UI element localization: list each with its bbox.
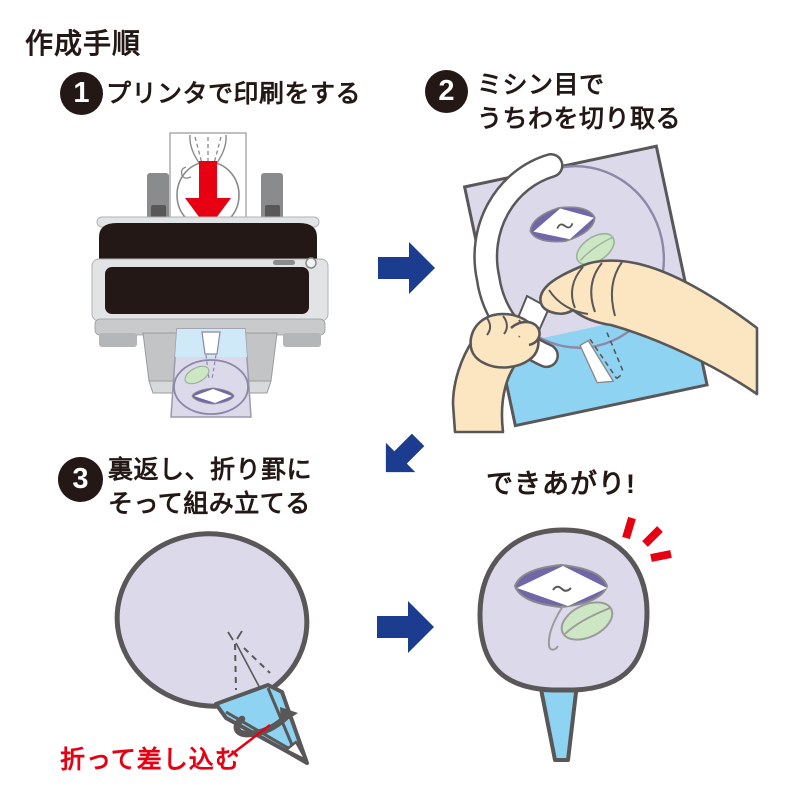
fold-insert-arrow-icon [233, 707, 298, 738]
printer-power-button [305, 257, 317, 269]
printer-illustration [91, 132, 329, 418]
fan-back-illustration [114, 531, 310, 765]
sparkle-icon [622, 516, 672, 562]
tear-out-illustration [451, 144, 759, 434]
fan-face [477, 527, 650, 693]
printed-handle-outline [201, 331, 221, 355]
step-1-badge: 1 [60, 72, 103, 115]
arrow-down-left-icon [385, 433, 425, 473]
printer-front [91, 257, 329, 322]
page-title: 作成手順 [25, 28, 142, 59]
fold-insert-note: 折って差し込む [60, 746, 241, 774]
left-thumb [510, 320, 541, 347]
printer-foot-right [283, 333, 321, 347]
result-label: できあがり! [486, 469, 636, 499]
printer-indicator [273, 260, 295, 265]
fold-lines [227, 630, 271, 693]
fan-handle [538, 682, 579, 762]
finished-leaf-motif [547, 601, 614, 651]
arrow-right-icon [378, 242, 435, 294]
printed-fan-outline [173, 359, 249, 415]
step-2-badge: 2 [425, 70, 468, 113]
step-3-label: 裏返し、折り罫に そって組み立てる [108, 453, 312, 521]
printed-leaf [184, 365, 210, 385]
step-2-label-line1: ミシン目で [477, 71, 605, 99]
printer-foot-left [99, 333, 137, 347]
finished-diamond-motif [513, 563, 609, 609]
fan-back-face [114, 531, 310, 709]
step-3-label-line1: 裏返し、折り罫に [108, 456, 313, 484]
finished-fan-illustration [477, 516, 672, 762]
step-3-badge: 3 [58, 457, 103, 502]
output-paper [170, 328, 252, 418]
leaf-motif [575, 232, 615, 266]
folded-handle [214, 683, 309, 765]
step-2-label-line2: うちわを切り取る [477, 105, 682, 133]
printer-hood [99, 223, 317, 263]
step-2-label: ミシン目で うちわを切り取る [477, 68, 681, 136]
note-leader-line [227, 724, 271, 758]
arrow-right-icon-2 [377, 601, 434, 653]
handle-cutout [579, 332, 625, 384]
print-direction-arrow-icon [185, 161, 231, 229]
printer-front-panel [105, 267, 309, 314]
right-hand [539, 259, 759, 396]
left-hand [451, 312, 541, 434]
step-1-label: プリンタで印刷をする [106, 80, 362, 108]
diamond-motif [529, 206, 596, 243]
step-3-label-line2: そって組み立てる [108, 490, 311, 518]
